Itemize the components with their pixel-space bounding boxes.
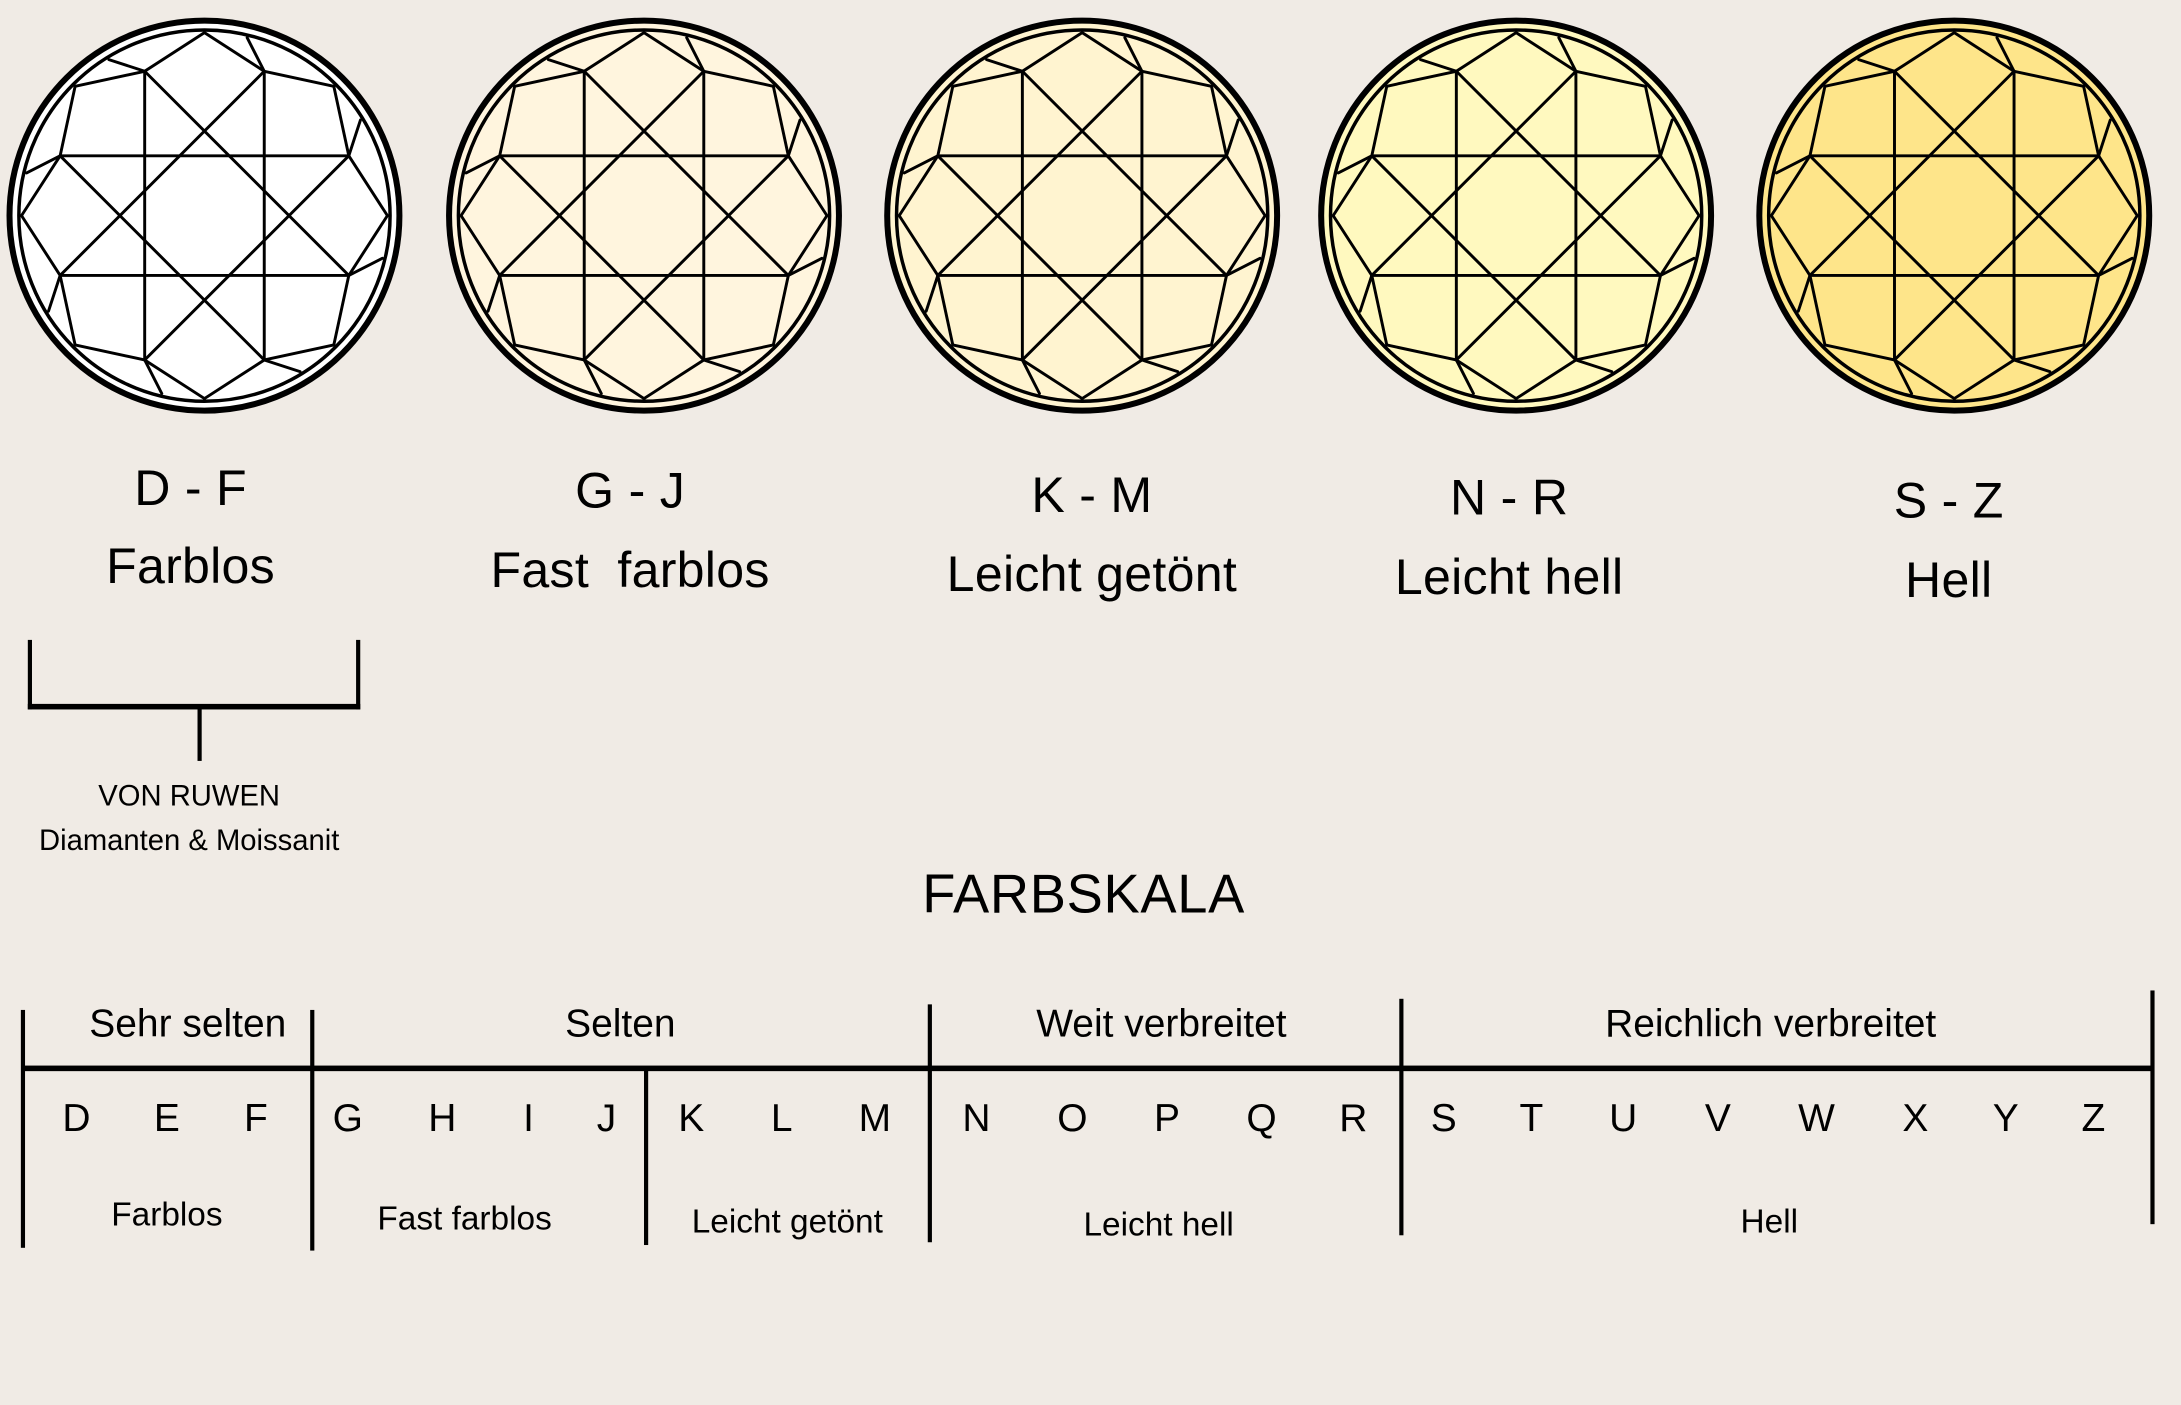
scale-separator: [20, 1009, 26, 1248]
grade-letter: N: [962, 1096, 991, 1140]
scale-title: FARBSKALA: [922, 865, 1246, 926]
grade-label: Farblos: [106, 536, 276, 594]
scale-separator: [2150, 990, 2155, 1225]
grade-label: Leicht hell: [1394, 548, 1624, 606]
grade-letter: I: [523, 1096, 534, 1140]
grade-letter: D: [62, 1096, 91, 1140]
grade-range: D - F: [134, 459, 247, 517]
bracket-right: [356, 639, 361, 710]
diamond-icon-d-f: [4, 15, 405, 416]
grade-letter: P: [1154, 1096, 1180, 1140]
bracket-stem: [197, 706, 202, 761]
grade-letter: G: [332, 1096, 363, 1140]
grade-range: G - J: [575, 461, 686, 519]
category-label: Hell: [1740, 1203, 1799, 1241]
brand-tagline: Diamanten & Moissanit: [38, 824, 340, 857]
grade-letter: H: [428, 1096, 457, 1140]
grade-letter: F: [244, 1096, 268, 1140]
diamond-icon-g-j: [444, 15, 845, 416]
diamond-icon-s-z: [1754, 15, 2155, 416]
scale-separator: [1399, 998, 1404, 1236]
diamond-icon-k-m: [882, 15, 1283, 416]
grade-letter: X: [1902, 1096, 1929, 1140]
brand-name: VON RUWEN: [98, 780, 281, 813]
grade-letter: L: [770, 1096, 793, 1140]
grade-letter: M: [858, 1096, 892, 1140]
grade-range: K - M: [1031, 466, 1153, 524]
bracket-bottom: [27, 703, 361, 710]
rarity-header: Reichlich verbreitet: [1605, 1001, 1937, 1045]
rarity-header: Selten: [565, 1001, 676, 1045]
grade-letter: U: [1609, 1096, 1638, 1140]
grade-letter: W: [1798, 1096, 1835, 1140]
category-label: Fast farblos: [377, 1200, 552, 1239]
grade-letter: V: [1704, 1096, 1731, 1140]
grade-label: Fast farblos: [490, 541, 770, 599]
grade-range: S - Z: [1893, 471, 2004, 529]
grade-letter: R: [1339, 1096, 1368, 1140]
diamond-icon-n-r: [1316, 15, 1717, 416]
category-label: Leicht hell: [1083, 1206, 1234, 1244]
grade-letter: T: [1519, 1096, 1544, 1140]
grade-letter: S: [1430, 1096, 1457, 1140]
grade-letter: J: [596, 1096, 617, 1140]
scale-separator: [310, 1009, 315, 1251]
grade-letter: E: [153, 1096, 180, 1140]
scale-divider: [23, 1065, 2154, 1072]
grade-letter: Z: [2081, 1096, 2106, 1140]
grade-letter: Q: [1246, 1096, 1277, 1140]
scale-separator: [927, 1004, 932, 1243]
bracket-left: [27, 639, 32, 710]
grade-label: Leicht getönt: [946, 545, 1238, 603]
category-label: Leicht getönt: [691, 1203, 883, 1241]
category-label: Farblos: [111, 1196, 223, 1234]
rarity-header: Sehr selten: [89, 1001, 287, 1045]
grade-letter: O: [1057, 1096, 1088, 1140]
grade-letter: Y: [1992, 1096, 2019, 1140]
grade-range: N - R: [1450, 468, 1569, 526]
scale-separator: [644, 1068, 649, 1246]
rarity-header: Weit verbreitet: [1036, 1001, 1287, 1045]
grade-label: Hell: [1905, 550, 1993, 608]
grade-letter: K: [678, 1096, 705, 1140]
